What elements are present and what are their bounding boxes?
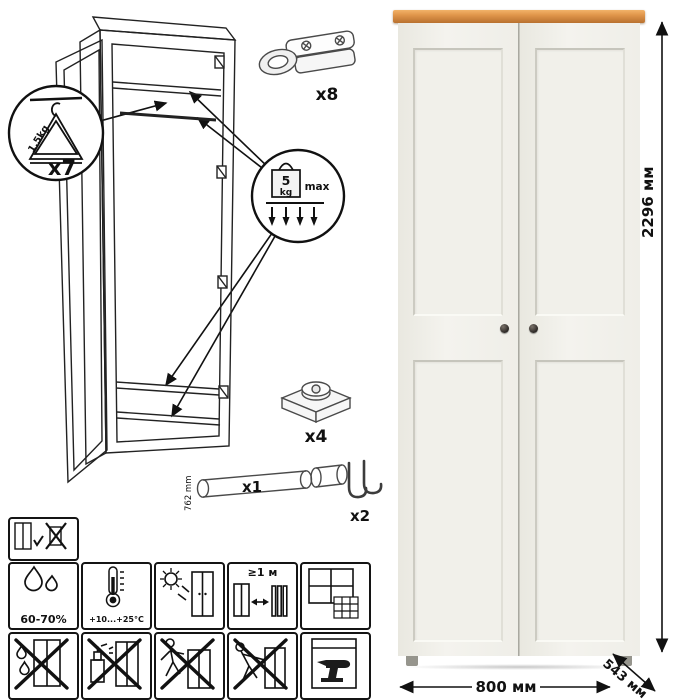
left-door-upper-panel [413,48,503,316]
foot-count: x4 [305,427,328,447]
hinge-marks [214,55,229,399]
load-arrows [271,207,315,218]
wardrobe-right-door [519,23,640,656]
hanger-count: x7 [48,156,76,180]
rod-length-label: 762 mm [184,476,194,512]
assembly-diagram: 1.5kg x7 5 kg max [7,16,383,525]
height-dimension: 2296 мм [639,167,657,239]
wardrobe-wireframe [55,16,237,484]
hooks-count: x2 [350,507,370,525]
ventilation-icon [300,562,371,630]
wardrobe-top-trim [393,10,645,23]
max-load-unit: kg [280,188,292,198]
sunlight-icon [154,562,225,630]
max-load-callout: 5 kg max [250,148,346,244]
humidity-icon: 60-70% [8,562,79,630]
width-dimension: 800 мм [475,678,536,696]
hooks-icon [347,459,383,499]
hinge-icon [258,30,356,76]
wardrobe-foot-left [406,656,418,666]
wardrobe-product-image [393,10,645,670]
temperature-icon: +10...+25°С [81,562,152,630]
no-solvent-icon [81,632,152,700]
humidity-range-label: 60-70% [20,613,67,626]
no-moisture-icon [8,632,79,700]
max-load-value: 5 [282,173,291,188]
rod-icon [196,464,348,498]
right-door-upper-panel [535,48,625,316]
left-door-knob [500,324,509,333]
temperature-range-label: +10...+25°С [89,615,144,624]
no-drag-icon [227,632,298,700]
right-door-lower-panel [535,360,625,642]
wardrobe-doors [398,23,640,656]
distance-label: ≥1 м [247,566,278,579]
foot-icon [280,381,352,424]
left-door-lower-panel [413,360,503,642]
open-door-outline [55,38,108,484]
wardrobe-left-door [398,23,519,656]
right-door-knob [529,324,538,333]
hinge-count: x8 [316,85,339,105]
wardrobe-foot-right [620,656,632,666]
hanger-callout: 1.5kg x7 [7,84,105,182]
hanging-rod-line [119,111,217,122]
floor-shadow [402,664,636,670]
no-heavy-load-icon [300,632,371,700]
distance-icon: ≥1 м [227,562,298,630]
anvil-glyph [317,660,351,682]
rod-count: x1 [242,478,262,496]
no-climb-icon [154,632,225,700]
max-load-note: max [305,181,330,193]
care-note-icon [8,517,79,561]
